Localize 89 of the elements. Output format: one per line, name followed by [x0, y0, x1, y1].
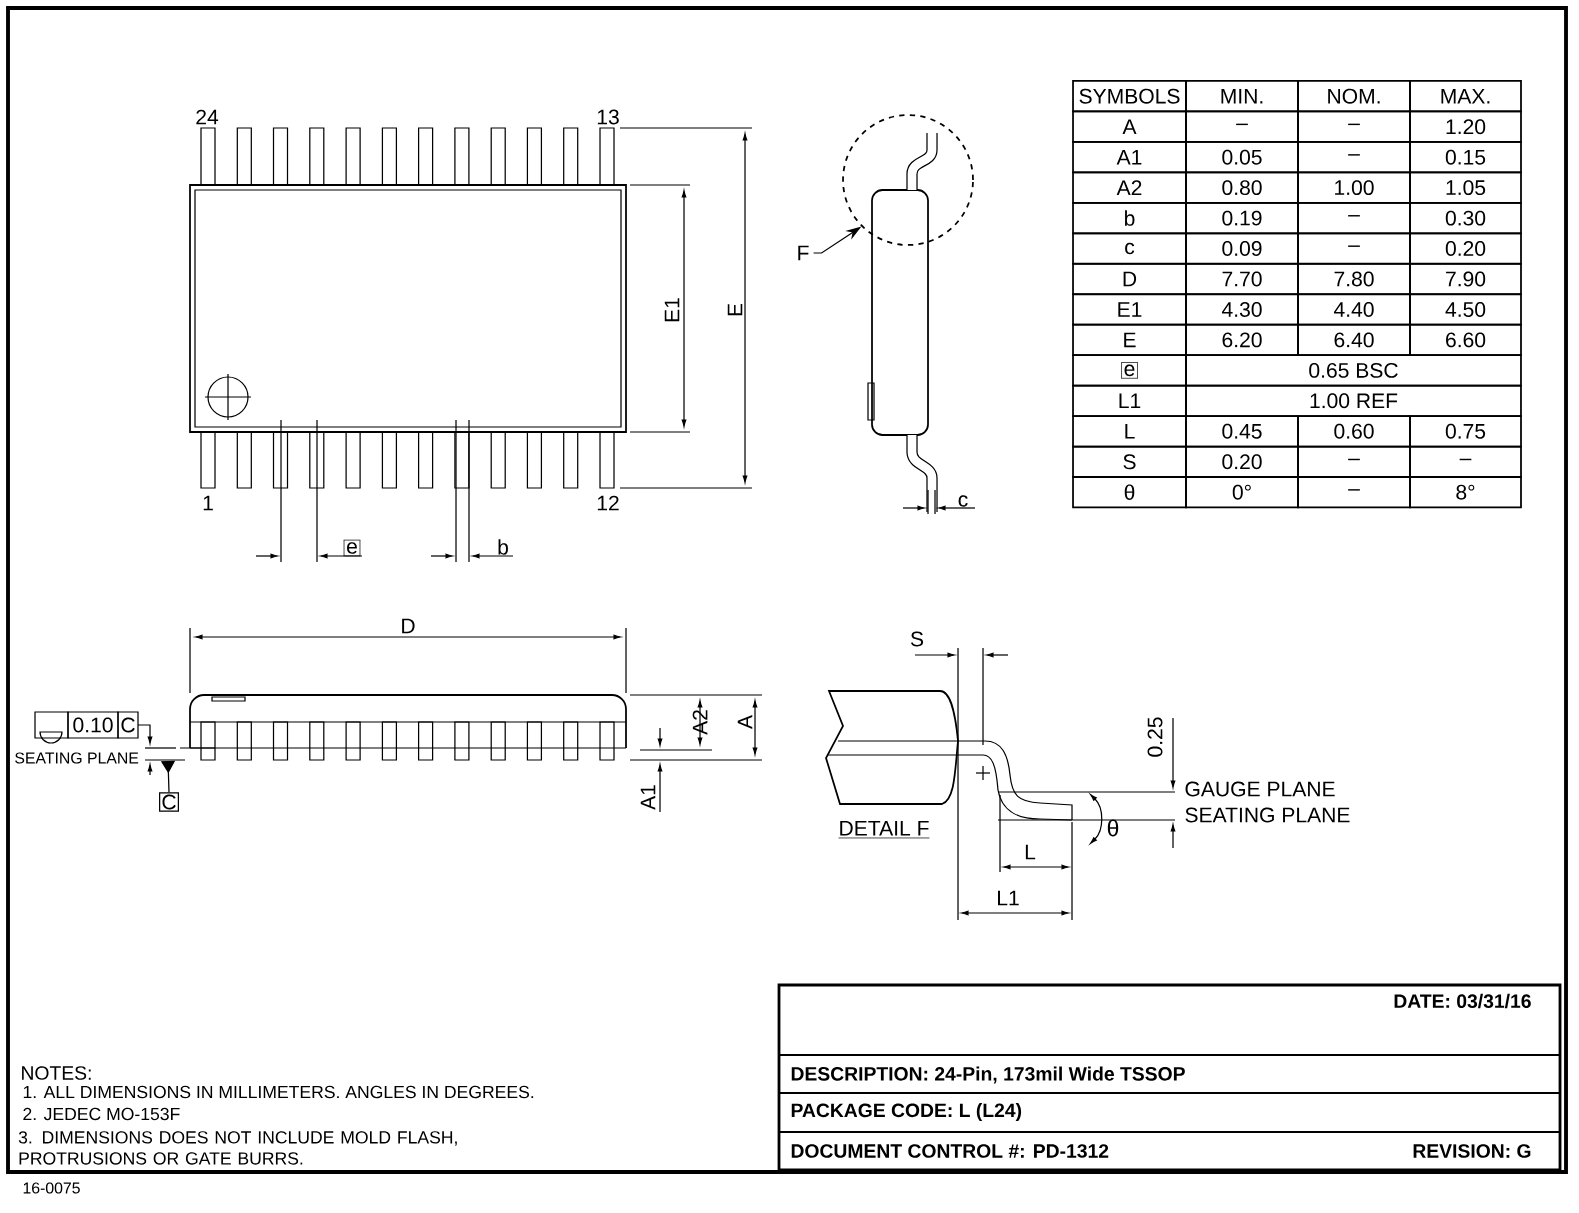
table-cell: 0.20 — [1409, 232, 1522, 265]
table-cell: S — [1072, 445, 1187, 478]
control-frame-cell: C — [117, 711, 139, 739]
title-block-text: REVISION: G — [1413, 1144, 1531, 1158]
table-cell: 1.20 — [1409, 110, 1522, 143]
note-text: 2. JEDEC MO-153F — [23, 1107, 180, 1121]
pin-number: 24 — [196, 109, 219, 125]
table-cell: E1 — [1072, 293, 1187, 326]
table-cell: 7.80 — [1297, 262, 1411, 296]
table-cell: 0.19 — [1185, 202, 1299, 235]
table-cell: b — [1072, 202, 1187, 235]
dimension-label: E1 — [664, 298, 680, 322]
dimension-label: D — [402, 618, 415, 634]
table-cell: 7.90 — [1409, 262, 1522, 296]
table-cell: 0.20 — [1185, 445, 1299, 478]
title-block-text: PACKAGE CODE: L (L24) — [791, 1103, 1022, 1121]
table-cell: 0.75 — [1409, 415, 1522, 448]
pin-number: 13 — [597, 109, 619, 125]
table-cell: A1 — [1072, 141, 1187, 174]
plane-label: GAUGE PLANE — [1185, 781, 1335, 797]
document-number: 16-0075 — [23, 1182, 80, 1194]
table-cell: – — [1297, 445, 1411, 478]
table-cell: A2 — [1072, 171, 1187, 204]
dimension-label: e — [343, 539, 361, 557]
table-cell: – — [1409, 445, 1522, 478]
dimension-label: E — [727, 303, 743, 316]
table-cell: 6.60 — [1409, 323, 1522, 356]
table-cell: 0.45 — [1185, 415, 1299, 448]
table-cell: θ — [1072, 476, 1187, 509]
dimension-label: A2 — [692, 710, 708, 735]
table-cell: – — [1297, 141, 1411, 174]
table-cell: MAX. — [1409, 80, 1522, 113]
table-cell: D — [1072, 262, 1187, 296]
title-block-text: DOCUMENT CONTROL #: PD-1312 — [791, 1144, 1109, 1158]
table-cell: – — [1297, 110, 1411, 143]
table-cell: E — [1072, 323, 1187, 356]
table-cell: 6.40 — [1297, 323, 1411, 356]
callout-letter: F — [798, 245, 809, 261]
table-cell: e — [1072, 354, 1187, 387]
note-text: 3. DIMENSIONS DOES NOT INCLUDE MOLD FLASH, PROTRUSIONS OR GATE BURRS. — [18, 1131, 457, 1165]
pin-number: 1 — [203, 495, 213, 511]
datum-box: C — [159, 792, 179, 812]
table-cell: 1.05 — [1409, 171, 1522, 204]
angle-label: θ — [1107, 819, 1119, 837]
table-cell: 1.00 — [1297, 171, 1411, 204]
plane-label: SEATING PLANE — [1185, 807, 1350, 823]
table-cell: 0.05 — [1185, 141, 1299, 174]
table-cell: 8° — [1409, 476, 1522, 509]
table-cell: 4.40 — [1297, 293, 1411, 326]
table-cell: c — [1072, 232, 1187, 265]
detail-circle — [842, 114, 974, 246]
dimension-label: 0.25 — [1147, 717, 1163, 757]
table-cell: – — [1297, 202, 1411, 235]
pin-number: 12 — [597, 495, 619, 511]
date-text: DATE: 03/31/16 — [1394, 993, 1531, 1009]
dimension-label: c — [958, 495, 968, 507]
table-cell: 0.60 — [1297, 415, 1411, 448]
table-cell: L — [1072, 415, 1187, 448]
table-cell: 0.15 — [1409, 141, 1522, 174]
table-cell: 1.00 REF — [1185, 384, 1522, 417]
dimension-label: L — [1025, 844, 1036, 860]
dimension-label: b — [498, 539, 508, 555]
table-cell: A — [1072, 110, 1187, 143]
table-cell: L1 — [1072, 384, 1187, 417]
seating-plane-label: SEATING PLANE — [15, 752, 139, 764]
table-cell: – — [1297, 476, 1411, 509]
dimension-label: A1 — [640, 785, 656, 810]
table-cell: 7.70 — [1185, 262, 1299, 296]
table-cell: 0.30 — [1409, 202, 1522, 235]
dimension-label: L1 — [998, 890, 1019, 906]
table-cell: 4.50 — [1409, 293, 1522, 326]
table-cell: MIN. — [1185, 80, 1299, 113]
table-cell: SYMBOLS — [1072, 80, 1187, 113]
note-text: 1. ALL DIMENSIONS IN MILLIMETERS. ANGLES IN DEGREES. — [23, 1085, 534, 1099]
table-cell: 0.80 — [1185, 171, 1299, 204]
table-cell: – — [1185, 110, 1299, 143]
table-cell: NOM. — [1297, 80, 1411, 113]
title-block-text: DESCRIPTION: 24-Pin, 173mil Wide TSSOP — [791, 1066, 1185, 1084]
view-title: DETAIL F — [838, 821, 930, 839]
table-cell: 0.09 — [1185, 232, 1299, 265]
table-cell: – — [1297, 232, 1411, 265]
table-cell: 6.20 — [1185, 323, 1299, 356]
control-frame-cell: 0.10 — [67, 711, 119, 739]
dimension-label: A — [737, 715, 753, 729]
table-cell: 0.65 BSC — [1185, 354, 1522, 387]
notes-heading: NOTES: — [22, 1066, 91, 1080]
dimension-label: S — [910, 631, 924, 647]
table-cell: 0° — [1185, 476, 1299, 509]
table-cell: 4.30 — [1185, 293, 1299, 326]
